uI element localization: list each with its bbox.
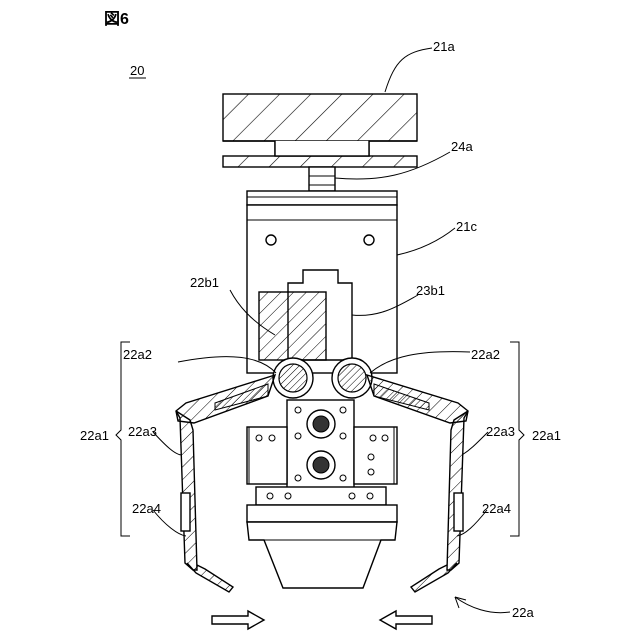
roller-left: [273, 358, 313, 398]
label-22b1: 22b1: [190, 275, 219, 290]
label-22a3-left: 22a3: [128, 424, 157, 439]
label-21c: 21c: [456, 219, 477, 234]
mount-block-21a: [223, 94, 417, 167]
label-22a1-right: 22a1: [532, 428, 561, 443]
label-22a4-left: 22a4: [132, 501, 161, 516]
label-22a: 22a: [512, 605, 534, 620]
label-22a2-left: 22a2: [123, 347, 152, 362]
main-reference-number: 20: [130, 63, 144, 78]
label-22a1-left: 22a1: [80, 428, 109, 443]
block-22b1: [259, 292, 326, 360]
label-21a: 21a: [433, 39, 455, 54]
bottom-tip: [247, 505, 397, 588]
label-24a: 24a: [451, 139, 473, 154]
label-22a3-right: 22a3: [486, 424, 515, 439]
label-23b1: 23b1: [416, 283, 445, 298]
roller-right: [332, 358, 372, 398]
arrow-left-motion: [380, 611, 432, 629]
label-22a2-right: 22a2: [471, 347, 500, 362]
bracket-left: [116, 342, 130, 536]
connector-24a: [309, 167, 335, 191]
lower-block: [247, 400, 397, 505]
figure-title: 図6: [104, 10, 129, 28]
label-22a4-right: 22a4: [482, 501, 511, 516]
bracket-right: [510, 342, 524, 536]
arrow-right-motion: [212, 611, 264, 629]
